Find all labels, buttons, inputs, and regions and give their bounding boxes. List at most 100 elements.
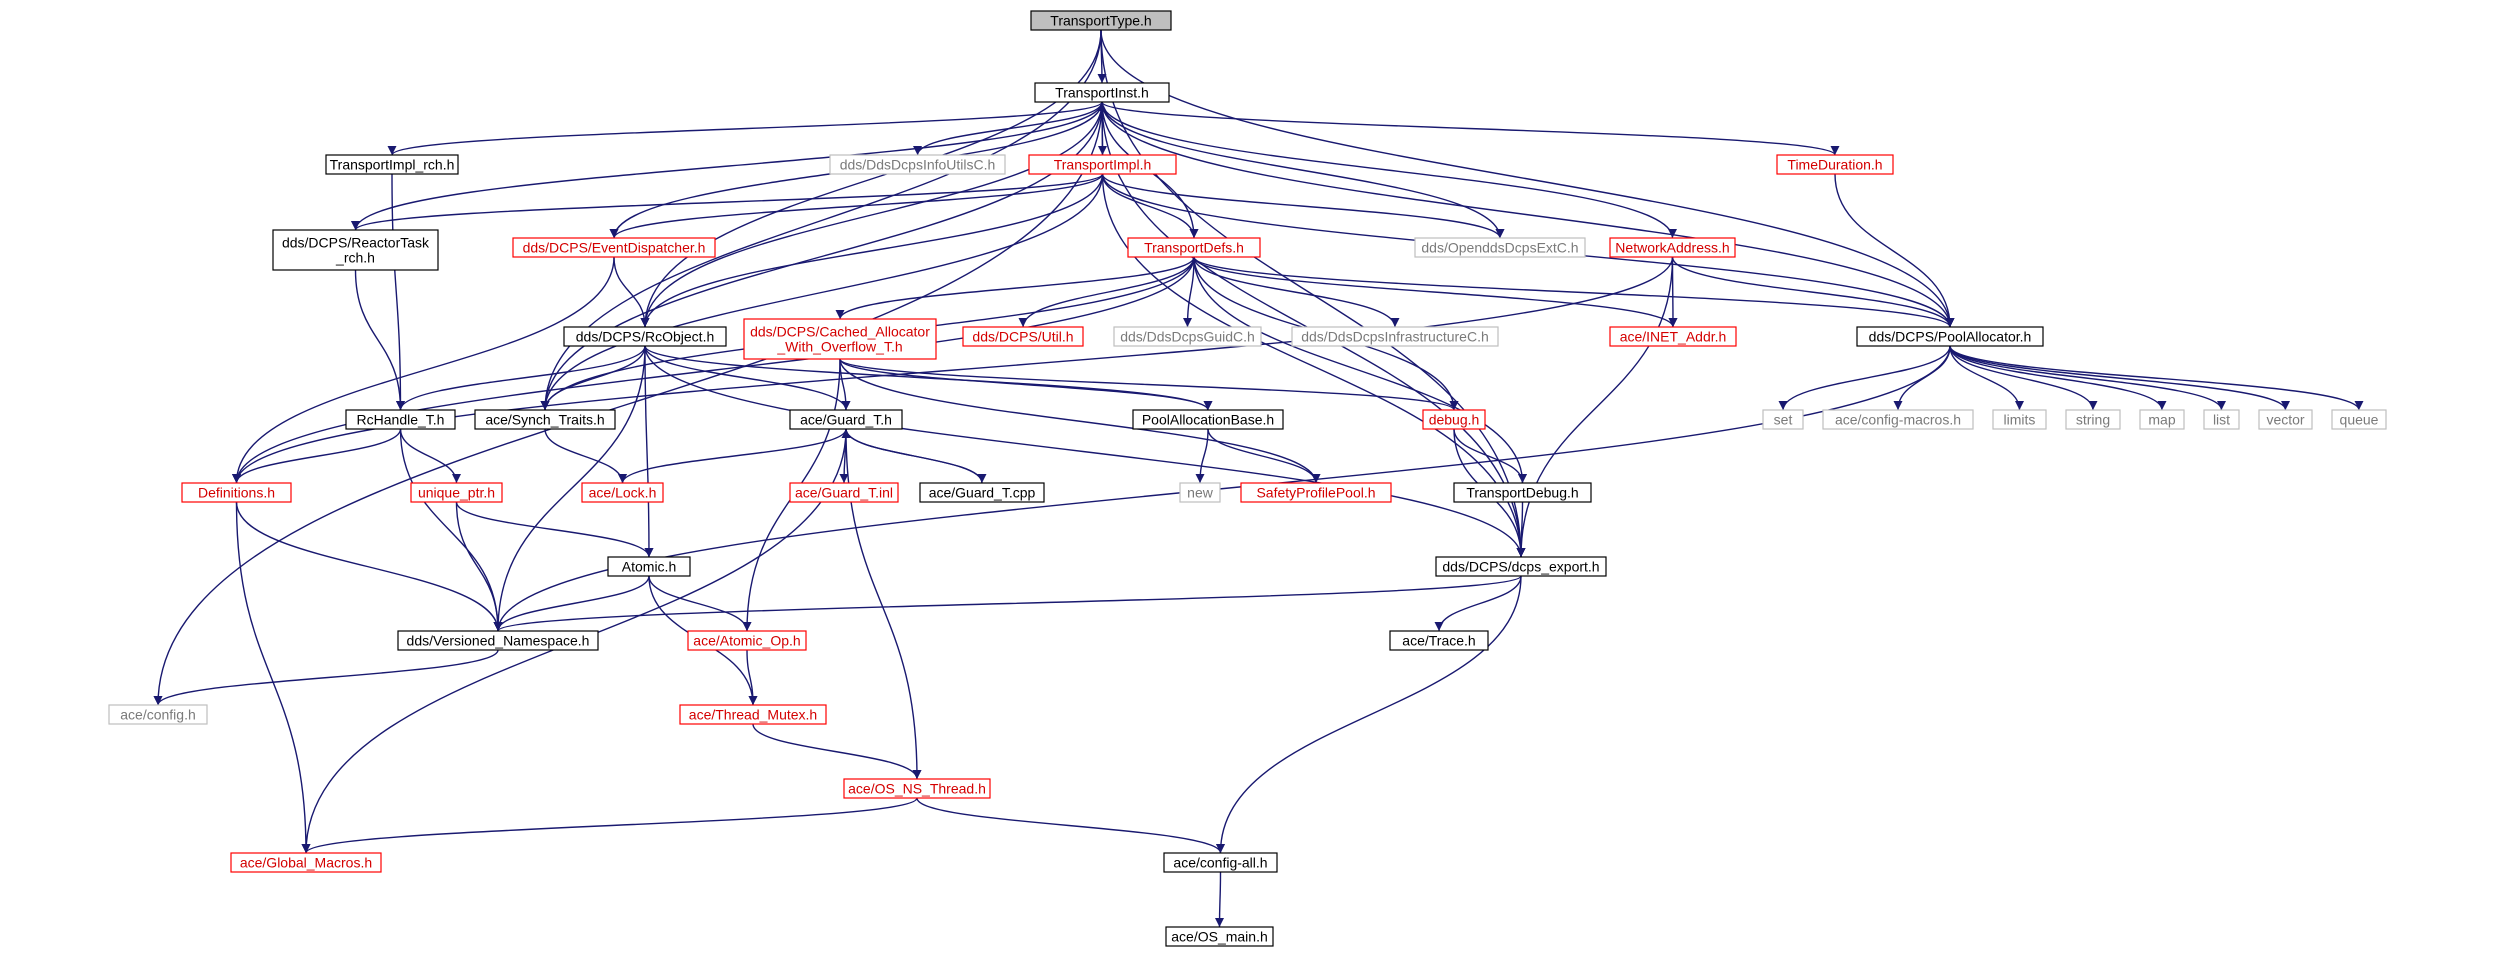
node-label: ace/OS_NS_Thread.h xyxy=(848,781,986,797)
node-cached-allocator[interactable]: dds/DCPS/Cached_Allocator_With_Overflow_… xyxy=(743,318,937,360)
node-global-macros[interactable]: ace/Global_Macros.h xyxy=(230,852,382,873)
node-string[interactable]: string xyxy=(2065,409,2121,430)
edge-pool-allocator-to-versioned-namespace xyxy=(493,345,1951,632)
node-box xyxy=(1127,237,1261,258)
node-dds-dcps-infrastructure-c[interactable]: dds/DdsDcpsInfrastructureC.h xyxy=(1291,326,1499,347)
edge-debug-to-transport-debug xyxy=(1453,428,1527,484)
node-atomic[interactable]: Atomic.h xyxy=(607,556,691,577)
node-transport-impl[interactable]: TransportImpl.h xyxy=(1028,154,1177,175)
edge-osnsthread-to-config-all xyxy=(916,797,1225,854)
node-limits[interactable]: limits xyxy=(1992,409,2047,430)
node-atomic-op[interactable]: ace/Atomic_Op.h xyxy=(687,630,807,651)
node-label: dds/DdsDcpsInfoUtilsC.h xyxy=(840,157,996,173)
node-unique-ptr[interactable]: unique_ptr.h xyxy=(410,482,503,503)
edge-transport-impl-to-rc-object xyxy=(640,173,1104,328)
edge-transport-inst-to-time-duration xyxy=(1101,101,1840,156)
node-label: dds/Versioned_Namespace.h xyxy=(407,633,590,649)
node-box xyxy=(2065,409,2121,430)
node-transport-inst[interactable]: TransportInst.h xyxy=(1034,82,1170,103)
node-label: dds/DCPS/ReactorTask xyxy=(282,235,430,251)
node-label: _rch.h xyxy=(335,250,375,266)
node-box xyxy=(581,482,664,503)
node-pool-allocation-base[interactable]: PoolAllocationBase.h xyxy=(1132,409,1284,430)
node-config-all[interactable]: ace/config-all.h xyxy=(1163,852,1278,873)
node-box xyxy=(607,556,691,577)
edge-atomic-to-versioned-namespace xyxy=(493,575,650,632)
node-box xyxy=(108,704,208,725)
node-dcps-util[interactable]: dds/DCPS/Util.h xyxy=(962,326,1084,347)
node-guard-tinl[interactable]: ace/Guard_T.inl xyxy=(789,482,899,503)
node-box xyxy=(2139,409,2185,430)
node-time-duration[interactable]: TimeDuration.h xyxy=(1776,154,1894,175)
node-new[interactable]: new xyxy=(1179,482,1221,503)
node-thread-mutex[interactable]: ace/Thread_Mutex.h xyxy=(679,704,827,725)
node-label: PoolAllocationBase.h xyxy=(1142,412,1274,428)
node-box xyxy=(1422,409,1486,430)
node-safety-profile-pool[interactable]: SafetyProfilePool.h xyxy=(1240,482,1392,503)
node-lock[interactable]: ace/Lock.h xyxy=(581,482,664,503)
node-config[interactable]: ace/config.h xyxy=(108,704,208,725)
node-box xyxy=(1034,82,1170,103)
node-map[interactable]: map xyxy=(2139,409,2185,430)
node-opendds-dcps-ext-c[interactable]: dds/OpenddsDcpsExtC.h xyxy=(1414,237,1586,258)
node-event-dispatcher[interactable]: dds/DCPS/EventDispatcher.h xyxy=(512,237,716,258)
node-guard-t[interactable]: ace/Guard_T.h xyxy=(789,409,903,430)
edge-network-address-to-definitions xyxy=(232,256,1674,484)
node-network-address[interactable]: NetworkAddress.h xyxy=(1609,237,1736,258)
node-label: ace/Trace.h xyxy=(1402,633,1475,649)
edge-transport-defs-to-cached-allocator xyxy=(835,256,1195,320)
node-osnsthread[interactable]: ace/OS_NS_Thread.h xyxy=(843,778,991,799)
node-vector[interactable]: vector xyxy=(2258,409,2313,430)
node-rc-object[interactable]: dds/DCPS/RcObject.h xyxy=(563,326,727,347)
node-label: map xyxy=(2148,412,2175,428)
node-label: ace/OS_main.h xyxy=(1171,929,1268,945)
node-rc-handle-t[interactable]: RcHandle_T.h xyxy=(345,409,456,430)
node-reactor-task-rch[interactable]: dds/DCPS/ReactorTask_rch.h xyxy=(272,229,439,271)
edge-transport-impl-to-transport-defs xyxy=(1101,173,1199,239)
node-pool-allocator[interactable]: dds/DCPS/PoolAllocator.h xyxy=(1856,326,2044,347)
node-box xyxy=(1389,630,1489,651)
edge-pool-allocation-base-to-safety-profile-pool xyxy=(1207,428,1321,484)
edge-dcps-export-to-trace xyxy=(1434,575,1522,632)
node-synch-traits[interactable]: ace/Synch_Traits.h xyxy=(474,409,616,430)
node-set[interactable]: set xyxy=(1762,409,1804,430)
node-label: ace/Lock.h xyxy=(589,485,657,501)
node-transport-impl-rch[interactable]: TransportImpl_rch.h xyxy=(325,154,459,175)
node-box xyxy=(743,318,937,360)
node-box xyxy=(1179,482,1221,503)
edge-network-address-to-dcps-export xyxy=(1516,256,1674,558)
edge-rc-object-to-atomic xyxy=(644,345,654,558)
edge-transport-inst-to-rc-object xyxy=(640,101,1103,328)
node-queue[interactable]: queue xyxy=(2331,409,2387,430)
node-config-macros[interactable]: ace/config-macros.h xyxy=(1822,409,1974,430)
node-debug[interactable]: debug.h xyxy=(1422,409,1486,430)
node-label: new xyxy=(1187,485,1214,501)
node-guard-tcpp[interactable]: ace/Guard_T.cpp xyxy=(919,482,1045,503)
node-inetaddr[interactable]: ace/INET_Addr.h xyxy=(1609,326,1737,347)
edge-guard-t-to-osnsthread xyxy=(845,428,922,780)
edge-transport-impl-rch-to-rc-handle-t xyxy=(391,173,405,411)
node-box xyxy=(829,154,1006,175)
node-osmain[interactable]: ace/OS_main.h xyxy=(1165,926,1274,947)
node-box xyxy=(962,326,1084,347)
edge-reactor-task-rch-to-rc-handle-t xyxy=(354,269,405,411)
node-transport-defs[interactable]: TransportDefs.h xyxy=(1127,237,1261,258)
node-box xyxy=(789,409,903,430)
node-dds-dcps-guid-c[interactable]: dds/DdsDcpsGuidC.h xyxy=(1113,326,1262,347)
node-definitions[interactable]: Definitions.h xyxy=(181,482,292,503)
node-trace[interactable]: ace/Trace.h xyxy=(1389,630,1489,651)
node-versioned-namespace[interactable]: dds/Versioned_Namespace.h xyxy=(397,630,599,651)
edge-unique-ptr-to-atomic xyxy=(455,501,654,558)
node-transport-debug[interactable]: TransportDebug.h xyxy=(1453,482,1592,503)
edge-pool-allocator-to-map xyxy=(1949,345,2167,411)
edge-transport-defs-to-transport-debug xyxy=(1193,256,1527,484)
edge-transport-inst-to-transport-impl-rch xyxy=(387,101,1103,156)
node-dcps-export[interactable]: dds/DCPS/dcps_export.h xyxy=(1435,556,1607,577)
node-list[interactable]: list xyxy=(2203,409,2240,430)
node-label: TransportImpl.h xyxy=(1054,157,1152,173)
node-box xyxy=(1856,326,2044,347)
node-box xyxy=(1163,852,1278,873)
node-dds-dcps-info-utils-c[interactable]: dds/DdsDcpsInfoUtilsC.h xyxy=(829,154,1006,175)
node-label: set xyxy=(1774,412,1793,428)
node-transport-type[interactable]: TransportType.h xyxy=(1030,10,1172,31)
